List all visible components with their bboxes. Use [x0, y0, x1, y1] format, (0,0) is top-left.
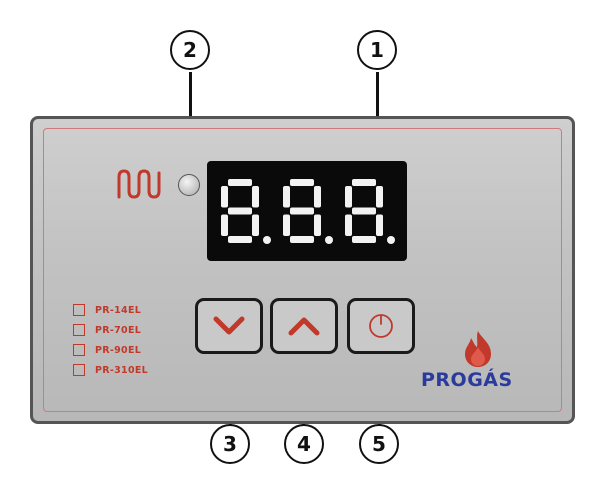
- display-readout: [221, 179, 395, 244]
- seven-segment-display: 8.8.8.: [207, 161, 407, 261]
- display-decimal-point: [325, 236, 333, 244]
- display-segment: [352, 207, 376, 215]
- model-checkbox: [73, 364, 85, 376]
- heater-icon: [117, 169, 161, 199]
- display-segment: [228, 236, 252, 243]
- model-item: PR-90EL: [73, 340, 148, 360]
- callout-4: 4: [284, 424, 324, 464]
- model-label: PR-90EL: [95, 344, 142, 356]
- chevron-up-icon: [288, 317, 320, 336]
- model-list: PR-14EL PR-70EL PR-90EL PR-310EL: [73, 300, 148, 380]
- display-segment: [376, 214, 383, 236]
- display-segment: [290, 207, 314, 215]
- model-label: PR-310EL: [95, 364, 148, 376]
- display-segment: [290, 236, 314, 243]
- power-icon: [369, 314, 393, 338]
- model-item: PR-310EL: [73, 360, 148, 380]
- display-segment: [314, 214, 321, 236]
- display-segment: [314, 186, 321, 208]
- model-checkbox: [73, 304, 85, 316]
- model-checkbox: [73, 344, 85, 356]
- panel-inner-border: [43, 128, 562, 412]
- up-button[interactable]: [270, 298, 338, 354]
- brand-logo: PROGÁS: [421, 369, 513, 391]
- display-segment: [290, 179, 314, 186]
- callout-2: 2: [170, 30, 210, 70]
- display-segment: [252, 186, 259, 208]
- model-item: PR-70EL: [73, 320, 148, 340]
- display-segment: [252, 214, 259, 236]
- display-segment: [352, 236, 376, 243]
- model-item: PR-14EL: [73, 300, 148, 320]
- down-button[interactable]: [195, 298, 263, 354]
- model-checkbox: [73, 324, 85, 336]
- display-decimal-point: [263, 236, 271, 244]
- display-segment: [228, 207, 252, 215]
- power-button[interactable]: [347, 298, 415, 354]
- display-decimal-point: [387, 236, 395, 244]
- display-segment: [221, 214, 228, 236]
- callout-1: 1: [357, 30, 397, 70]
- model-label: PR-70EL: [95, 324, 142, 336]
- display-segment: [283, 186, 290, 208]
- display-segment: [352, 179, 376, 186]
- callout-5: 5: [359, 424, 399, 464]
- display-segment: [221, 186, 228, 208]
- chevron-down-icon: [213, 316, 245, 335]
- indicator-led: [178, 174, 200, 196]
- callout-3: 3: [210, 424, 250, 464]
- flame-icon: [465, 331, 491, 367]
- model-label: PR-14EL: [95, 304, 142, 316]
- display-segment: [283, 214, 290, 236]
- display-segment: [345, 214, 352, 236]
- display-segment: [345, 186, 352, 208]
- display-segment: [228, 179, 252, 186]
- control-panel: 8.8.8. PR-14EL PR-70EL PR-90EL: [30, 116, 575, 424]
- display-segment: [376, 186, 383, 208]
